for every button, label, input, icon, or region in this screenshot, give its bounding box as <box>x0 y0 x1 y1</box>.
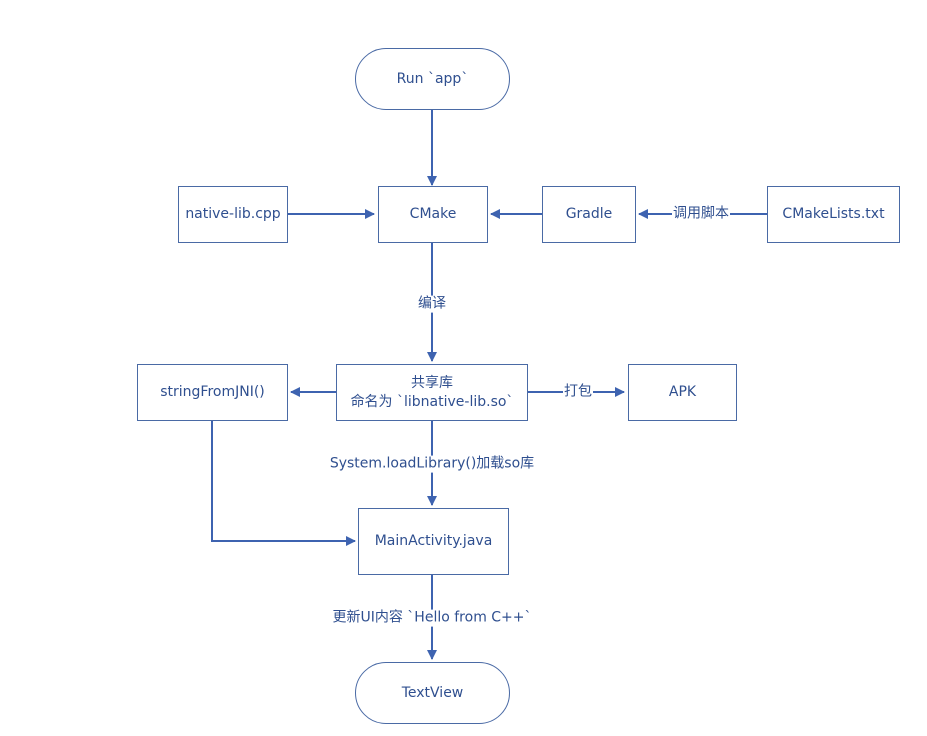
edge-jni-to-main <box>211 421 356 546</box>
node-shared-lib-subtitle: 命名为 `libnative-lib.so` <box>350 393 514 410</box>
node-shared-lib-title: 共享库 <box>411 374 453 391</box>
edge-label-load-library: System.loadLibrary()加载so库 <box>328 455 536 473</box>
node-run-app-label: Run `app` <box>396 70 469 87</box>
node-gradle: Gradle <box>542 186 636 243</box>
node-string-from-jni-label: stringFromJNI() <box>160 384 265 401</box>
node-text-view: TextView <box>355 662 510 724</box>
edge-label-invoke-script: 调用脚本 <box>672 205 730 223</box>
node-run-app: Run `app` <box>355 48 510 110</box>
node-main-activity: MainActivity.java <box>358 508 509 575</box>
node-cmake: CMake <box>378 186 488 243</box>
node-native-lib-label: native-lib.cpp <box>185 206 281 223</box>
node-shared-lib: 共享库 命名为 `libnative-lib.so` <box>336 364 528 421</box>
node-cmakelists: CMakeLists.txt <box>767 186 900 243</box>
node-apk-label: APK <box>668 384 697 401</box>
node-gradle-label: Gradle <box>565 206 613 223</box>
node-apk: APK <box>628 364 737 421</box>
node-cmakelists-label: CMakeLists.txt <box>782 206 885 223</box>
node-cmake-label: CMake <box>409 206 457 223</box>
edge-label-compile: 编译 <box>417 295 447 313</box>
node-native-lib: native-lib.cpp <box>178 186 288 243</box>
node-text-view-label: TextView <box>401 684 464 701</box>
node-main-activity-label: MainActivity.java <box>374 533 493 550</box>
node-string-from-jni: stringFromJNI() <box>137 364 288 421</box>
edge-label-update-ui: 更新UI内容 `Hello from C++` <box>331 609 533 627</box>
edge-label-package: 打包 <box>563 383 593 401</box>
